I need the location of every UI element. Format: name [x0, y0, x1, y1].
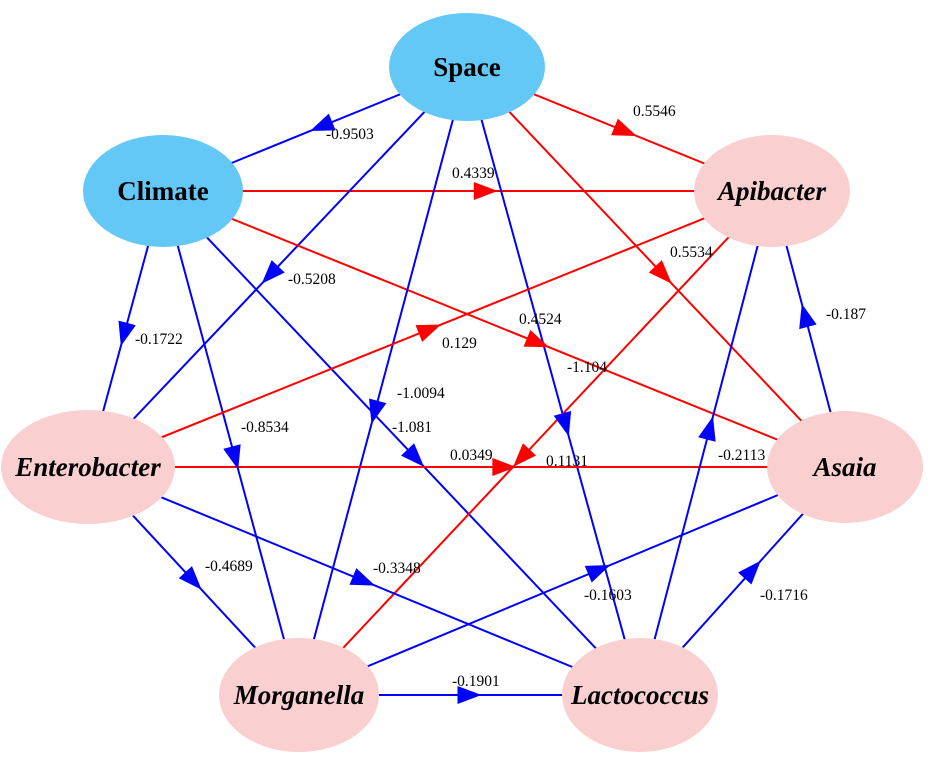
arrowhead-climate-apibacter: [473, 182, 498, 200]
node-label-climate: Climate: [117, 176, 208, 206]
arrowhead-space-apibacter: [611, 118, 637, 136]
edge-apibacter-morganella: [298, 190, 773, 696]
node-shape-enterobacter: [1, 410, 175, 524]
edge-label-climate-asaia: 0.4524: [519, 311, 562, 328]
node-label-enterobacter: Enterobacter: [14, 452, 161, 482]
edge-lactococcus-apibacter: [639, 190, 773, 696]
edge-climate-morganella: [162, 190, 300, 696]
edge-space-lactococcus: [466, 66, 641, 696]
node-shape-asaia: [767, 411, 923, 523]
node-apibacter: Apibacter: [694, 135, 850, 247]
arrowhead-space-asaia: [648, 260, 672, 284]
arrowhead-morganella-asaia: [584, 564, 611, 583]
edge-label-space-lactococcus: -1.104: [567, 359, 607, 376]
node-enterobacter: Enterobacter: [1, 410, 175, 524]
node-shape-climate: [83, 135, 243, 247]
edge-climate-lactococcus: [162, 190, 641, 696]
edge-space-morganella: [298, 66, 468, 696]
edge-label-lactococcus-apibacter: -0.2113: [718, 447, 765, 464]
arrowhead-climate-asaia: [523, 329, 550, 348]
arrowhead-lactococcus-asaia: [738, 560, 761, 585]
node-label-apibacter: Apibacter: [716, 176, 826, 206]
node-space: Space: [389, 13, 545, 121]
node-shape-space: [389, 13, 545, 121]
edge-label-apibacter-morganella: 0.1131: [546, 453, 588, 470]
edge-climate-asaia: [162, 190, 846, 468]
node-lactococcus: Lactococcus: [562, 638, 718, 752]
arrowhead-enterobacter-asaia: [492, 458, 517, 476]
edge-morganella-asaia: [298, 466, 846, 696]
node-morganella: Morganella: [219, 638, 379, 752]
arrowhead-apibacter-morganella: [513, 443, 537, 467]
node-asaia: Asaia: [767, 411, 923, 523]
edge-label-enterobacter-lactococcus: -0.3348: [373, 560, 421, 577]
edge-label-climate-morganella: -0.8534: [241, 419, 289, 436]
node-climate: Climate: [83, 135, 243, 247]
node-label-space: Space: [433, 52, 501, 82]
node-shape-lactococcus: [562, 638, 718, 752]
edge-label-climate-apibacter: 0.4339: [452, 165, 495, 182]
edge-labels-layer: -0.9503 0.5546 0.4339 0.5534 -0.5208 0.4524 -0…: [135, 103, 866, 690]
arrowhead-enterobacter-lactococcus: [349, 568, 376, 586]
edge-label-asaia-apibacter: -0.187: [826, 306, 866, 323]
edge-label-lactococcus-asaia: -0.1716: [760, 587, 808, 604]
arrowhead-enterobacter-morganella: [178, 566, 202, 590]
edge-label-space-enterobacter: -0.5208: [288, 271, 336, 288]
arrowhead-climate-morganella: [223, 444, 241, 470]
arrowhead-space-enterobacter: [261, 260, 285, 284]
edge-label-morganella-lactococcus: -0.1901: [452, 673, 500, 690]
node-shape-morganella: [219, 638, 379, 752]
arrowhead-morganella-lactococcus: [457, 686, 482, 704]
node-shape-apibacter: [694, 135, 850, 247]
arrowhead-climate-lactococcus: [401, 443, 425, 467]
arrowhead-space-morganella: [369, 398, 387, 424]
edge-label-morganella-asaia: -0.1603: [584, 587, 632, 604]
edge-label-space-climate: -0.9503: [326, 126, 374, 143]
node-label-morganella: Morganella: [233, 680, 365, 710]
edge-label-enterobacter-apibacter: 0.129: [442, 335, 477, 352]
arrowhead-enterobacter-apibacter: [415, 324, 442, 342]
node-label-lactococcus: Lactococcus: [570, 680, 709, 710]
edge-label-space-morganella: -1.0094: [397, 385, 445, 402]
arrowhead-space-lactococcus: [553, 411, 572, 437]
arrowhead-lactococcus-apibacter: [698, 416, 716, 442]
edge-label-climate-lactococcus: -1.081: [392, 419, 432, 436]
edge-label-space-asaia: 0.5534: [670, 244, 713, 261]
arrowhead-asaia-apibacter: [799, 303, 817, 330]
edge-label-space-apibacter: 0.5546: [633, 103, 676, 120]
arrowhead-space-climate: [309, 113, 336, 132]
arrowhead-climate-enterobacter: [118, 320, 136, 347]
node-label-asaia: Asaia: [811, 452, 876, 482]
edge-label-climate-enterobacter: -0.1722: [135, 331, 183, 348]
arrowheads-layer: [118, 113, 817, 704]
edge-label-enterobacter-asaia: 0.0349: [450, 447, 493, 464]
edge-label-enterobacter-morganella: -0.4689: [205, 558, 253, 575]
